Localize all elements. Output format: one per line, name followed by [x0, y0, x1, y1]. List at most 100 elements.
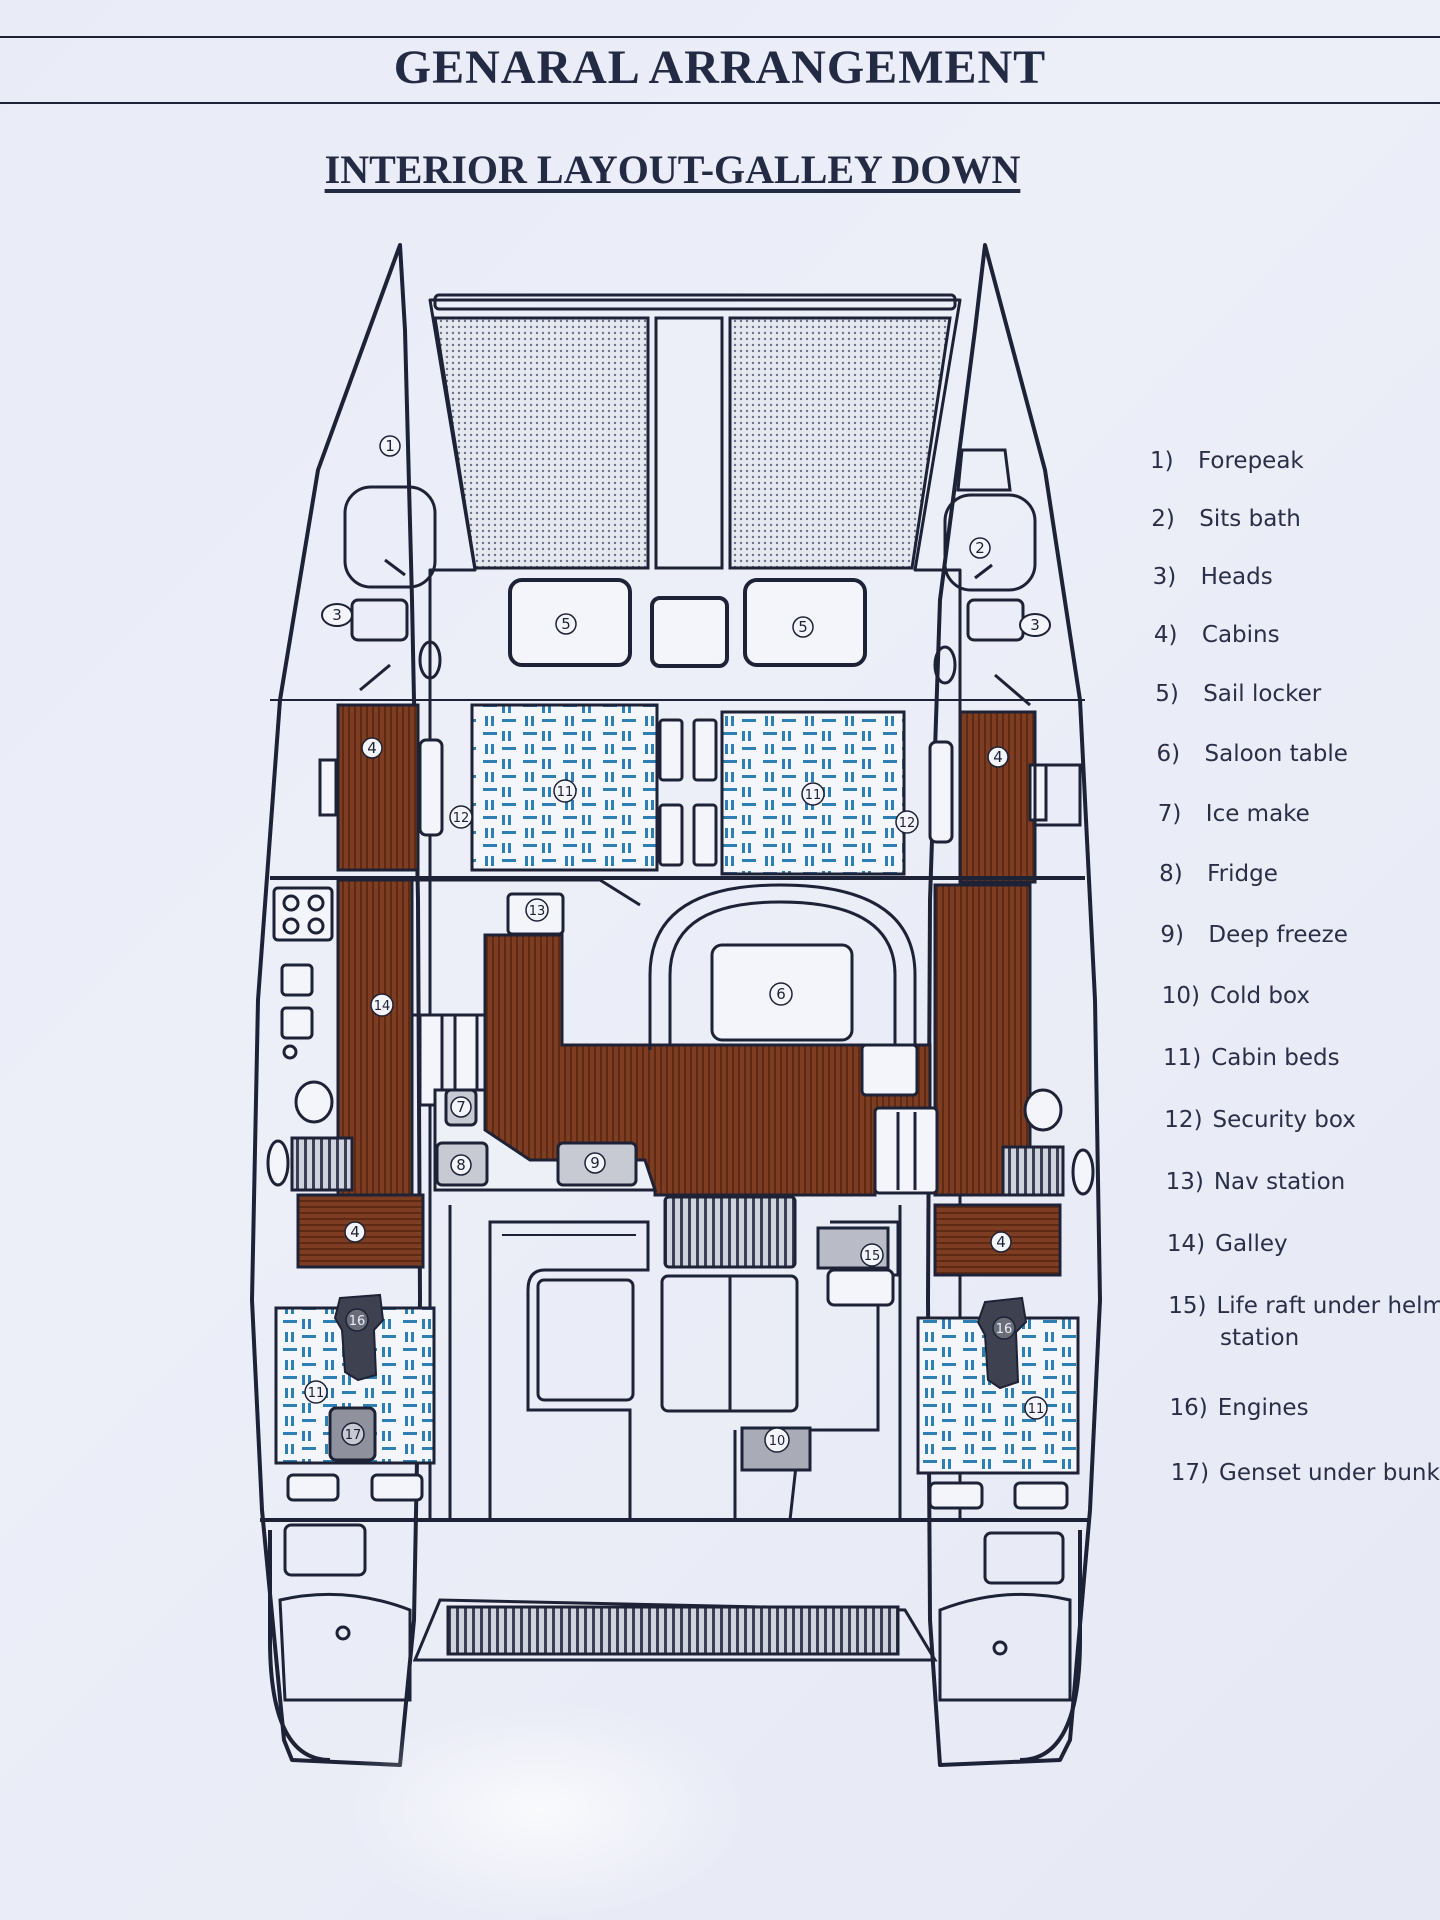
- svg-text:4: 4: [350, 1223, 360, 1241]
- marker-13: 13: [525, 898, 549, 922]
- marker-4-fwd-stbd: 4: [987, 746, 1009, 768]
- legend-number: 17): [1170, 1460, 1210, 1486]
- legend-label: Life raft under helm: [1216, 1293, 1440, 1319]
- marker-1: 1: [379, 435, 401, 457]
- photo-glare: [330, 1700, 750, 1920]
- svg-text:6: 6: [776, 985, 786, 1003]
- marker-16-stbd: 16: [992, 1316, 1016, 1340]
- svg-text:3: 3: [332, 606, 342, 624]
- marker-8: 8: [450, 1154, 472, 1176]
- legend-number: 9): [1160, 922, 1184, 948]
- legend-item: 14) Galley: [1150, 1231, 1440, 1261]
- fwd-port-cabin: [336, 703, 420, 872]
- svg-text:16: 16: [349, 1314, 366, 1329]
- svg-text:9: 9: [590, 1154, 600, 1172]
- svg-text:11: 11: [1028, 1402, 1045, 1417]
- aft-swim-grate: [446, 1605, 900, 1656]
- marker-6: 6: [769, 982, 793, 1006]
- page-title: GENARAL ARRANGEMENT: [393, 41, 1047, 94]
- marker-7: 7: [450, 1096, 472, 1118]
- legend-number: 3): [1152, 564, 1177, 590]
- marker-4-aft-stbd: 4: [990, 1231, 1012, 1253]
- marker-5-stbd: 5: [792, 616, 814, 638]
- legend-label: Sits bath: [1199, 506, 1301, 532]
- svg-text:5: 5: [798, 618, 808, 636]
- svg-text:1: 1: [385, 437, 395, 455]
- legend-number: 16): [1169, 1395, 1208, 1421]
- legend-label: Cold box: [1209, 983, 1310, 1009]
- svg-text:5: 5: [561, 615, 571, 633]
- legend-label: Cabin beds: [1211, 1045, 1340, 1071]
- legend-label: Forepeak: [1198, 448, 1304, 474]
- legend: 1)Forepeak 2) Sits bath 3) Heads 4) Cabins 5) Sa…: [1150, 448, 1440, 1490]
- legend-label: Fridge: [1207, 861, 1278, 887]
- legend-item: 12) Security box: [1150, 1107, 1440, 1137]
- svg-text:4: 4: [996, 1233, 1006, 1251]
- svg-text:3: 3: [1030, 616, 1040, 634]
- legend-number: 15): [1168, 1293, 1207, 1319]
- legend-label: Galley: [1215, 1231, 1288, 1257]
- svg-text:4: 4: [367, 739, 377, 757]
- legend-label: Engines: [1217, 1395, 1309, 1421]
- legend-number: 12): [1164, 1107, 1203, 1133]
- svg-text:15: 15: [864, 1249, 881, 1264]
- legend-label: Sail locker: [1203, 681, 1322, 707]
- marker-12-stbd: 12: [895, 810, 919, 834]
- svg-text:2: 2: [975, 539, 985, 557]
- legend-label: Ice make: [1205, 801, 1310, 827]
- legend-number: 5): [1155, 681, 1179, 707]
- svg-text:10: 10: [769, 1434, 786, 1449]
- legend-number: 4): [1153, 622, 1178, 648]
- svg-text:16: 16: [996, 1322, 1013, 1337]
- legend-item: 4) Cabins: [1150, 622, 1440, 652]
- legend-label: Deep freeze: [1208, 922, 1348, 948]
- marker-3-port: 3: [321, 603, 353, 627]
- marker-10: 10: [764, 1427, 790, 1453]
- legend-label: Security box: [1212, 1107, 1356, 1133]
- marker-11-fwd-port: 11: [553, 779, 577, 803]
- legend-number: 2): [1151, 506, 1175, 532]
- fwd-stbd-cabin: [958, 710, 1037, 884]
- marker-11-fwd-stbd: 11: [801, 782, 825, 806]
- legend-label: Nav station: [1213, 1169, 1346, 1195]
- marker-16-port: 16: [345, 1308, 369, 1332]
- legend-item: 7) Ice make: [1150, 801, 1440, 831]
- legend-number: 7): [1157, 801, 1182, 827]
- legend-item: 8) Fridge: [1150, 861, 1440, 891]
- legend-label: Cabins: [1201, 622, 1280, 648]
- svg-text:14: 14: [374, 999, 391, 1014]
- marker-17: 17: [341, 1422, 365, 1446]
- legend-number: 14): [1166, 1231, 1206, 1257]
- legend-number: 11): [1163, 1045, 1202, 1071]
- svg-text:12: 12: [453, 811, 470, 826]
- marker-4-aft-port: 4: [344, 1221, 366, 1243]
- marker-5-port: 5: [555, 613, 577, 635]
- legend-item: 13) Nav station: [1150, 1169, 1440, 1199]
- legend-item: 17) Genset under bunk: [1150, 1460, 1440, 1490]
- legend-label-continuation: station: [1220, 1325, 1300, 1351]
- marker-11-aft-port: 11: [304, 1380, 328, 1404]
- marker-15: 15: [860, 1243, 884, 1267]
- legend-item: 15) Life raft under helm: [1150, 1293, 1440, 1323]
- marker-3-stbd: 3: [1019, 613, 1051, 637]
- marker-11-aft-stbd: 11: [1024, 1396, 1048, 1420]
- legend-item: 5) Sail locker: [1150, 681, 1440, 711]
- legend-number: 8): [1159, 861, 1183, 887]
- legend-item: 3) Heads: [1150, 564, 1440, 594]
- legend-number: 13): [1165, 1169, 1204, 1195]
- legend-item: 2) Sits bath: [1150, 506, 1440, 536]
- legend-label: Heads: [1200, 564, 1273, 590]
- top-rule: [0, 36, 1440, 38]
- legend-item: 11) Cabin beds: [1150, 1045, 1440, 1075]
- legend-item: 1)Forepeak: [1150, 448, 1440, 478]
- legend-item: 9) Deep freeze: [1150, 922, 1440, 952]
- legend-item: 10) Cold box: [1150, 983, 1440, 1013]
- legend-number: 6): [1156, 741, 1181, 767]
- marker-2: 2: [969, 537, 991, 559]
- svg-text:12: 12: [899, 816, 916, 831]
- svg-text:13: 13: [529, 904, 546, 919]
- legend-number: 10): [1161, 983, 1200, 1009]
- legend-label: Genset under bunk: [1219, 1460, 1440, 1486]
- svg-text:7: 7: [456, 1098, 466, 1116]
